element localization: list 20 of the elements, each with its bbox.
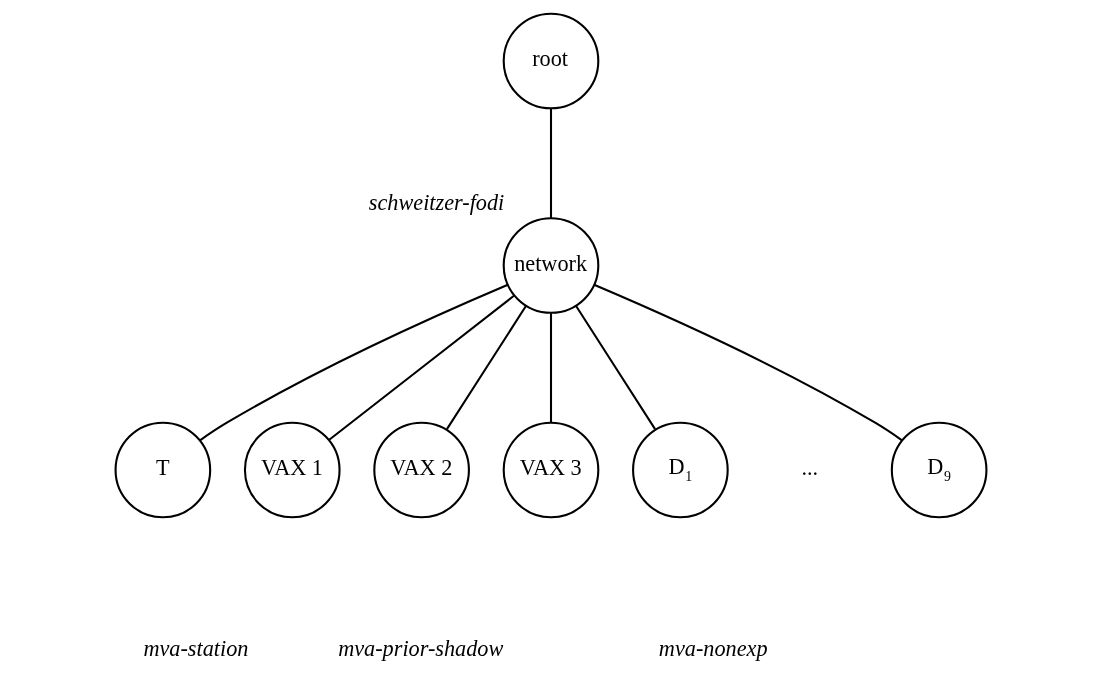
connector — [594, 284, 903, 442]
connector — [328, 294, 515, 441]
node-circle: D$_{9}$ — [890, 421, 988, 519]
connector — [549, 108, 553, 219]
node-circle: VAX 3 — [502, 421, 600, 519]
connector — [446, 305, 527, 430]
connector — [549, 313, 553, 423]
connector — [199, 284, 508, 442]
label: mva-prior-shadow — [338, 636, 504, 662]
node-circle: T — [114, 421, 212, 519]
node-circle: VAX 2 — [373, 421, 470, 519]
connector — [575, 305, 656, 430]
label: ... — [801, 455, 819, 481]
node-circle: network — [502, 217, 600, 314]
label: mva-nonexp — [658, 636, 768, 662]
node-circle: root — [502, 12, 600, 110]
node-label: schweitzer-fodi — [368, 189, 505, 215]
node-circle: D$_{1}$ — [632, 421, 729, 519]
node-circle: VAX 1 — [243, 421, 341, 519]
label: mva-station — [143, 636, 249, 662]
